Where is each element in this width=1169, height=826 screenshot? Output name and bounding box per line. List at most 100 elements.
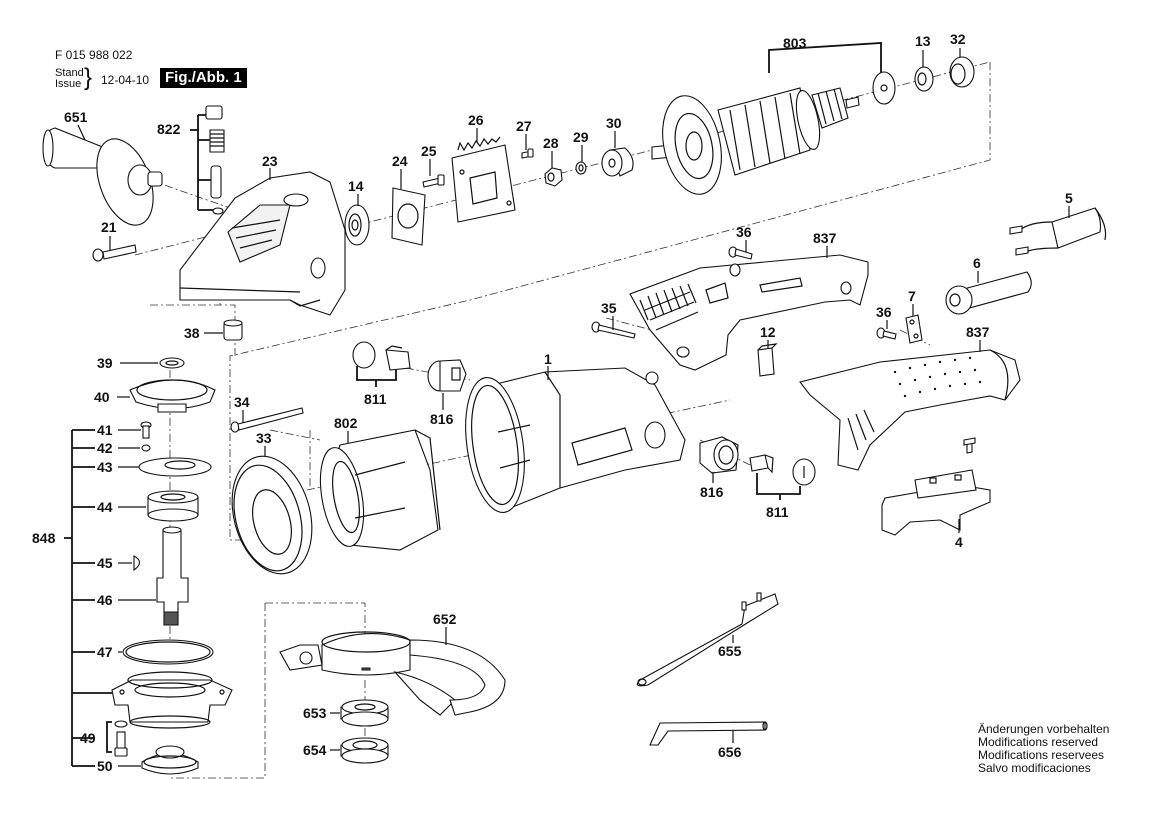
part-848-bracket (64, 429, 112, 767)
part-label-40: 40 (94, 389, 110, 405)
part-label-30: 30 (606, 115, 622, 131)
part-25-screw (422, 174, 445, 188)
part-label-43: 43 (97, 459, 113, 475)
part-811-carbon-brush-lower (749, 454, 816, 486)
part-label-848: 848 (32, 530, 56, 546)
part-837-handle-half-lower (799, 349, 1021, 471)
part-40-spindle-cover (129, 379, 216, 413)
part-label-36b: 36 (876, 304, 892, 320)
part-label-28: 28 (543, 135, 559, 151)
part-816-brush-holder-upper (427, 359, 467, 392)
part-label-34: 34 (234, 394, 250, 410)
part-42-washer (141, 444, 151, 452)
part-14-bearing (344, 204, 370, 246)
part-29-washer (575, 161, 587, 175)
stand-label: Stand (55, 67, 84, 79)
part-label-652: 652 (433, 611, 457, 627)
part-33-air-guide-ring (231, 455, 313, 575)
part-656-hex-key (649, 721, 768, 746)
part-label-14: 14 (348, 178, 364, 194)
modifications-en: Modifications reserved (978, 735, 1099, 749)
part-label-651: 651 (64, 109, 88, 125)
modifications-es: Salvo modificaciones (978, 761, 1091, 775)
part-label-1: 1 (544, 351, 552, 367)
part-label-41: 41 (97, 422, 113, 438)
part-651-auxiliary-handle (42, 127, 163, 226)
part-label-811b: 811 (766, 504, 789, 520)
modifications-de: Änderungen vorbehalten (978, 722, 1110, 736)
part-38-bushing (223, 319, 243, 341)
part-21-screw (92, 244, 137, 262)
part-label-655: 655 (718, 643, 742, 659)
part-label-656: 656 (718, 744, 742, 760)
part-23-gear-housing (179, 171, 346, 316)
part-label-24: 24 (392, 153, 408, 169)
part-label-32: 32 (950, 31, 966, 47)
part-label-25: 25 (421, 143, 437, 159)
part-label-36a: 36 (736, 224, 752, 240)
part-label-816a: 816 (430, 411, 454, 427)
part-label-29: 29 (573, 129, 589, 145)
part-6-cable-sleeve (945, 271, 1032, 315)
part-816-brush-holder-lower (699, 436, 739, 474)
part-label-23: 23 (262, 153, 278, 169)
part-label-42: 42 (97, 440, 113, 456)
part-4-switch (881, 437, 991, 536)
part-label-49: 49 (80, 730, 96, 746)
part-32-bearing-cover (949, 56, 975, 88)
part-label-33: 33 (256, 430, 272, 446)
grip-texture-dots (893, 356, 982, 398)
part-802-field-coil (319, 429, 441, 551)
part-26-bearing-plate (451, 136, 516, 223)
part-label-39: 39 (97, 355, 113, 371)
part-803-armature (651, 87, 860, 195)
issue-label: Issue (55, 78, 82, 90)
part-label-802: 802 (334, 415, 358, 431)
part-848-bearing-flange (111, 671, 233, 729)
part-label-5: 5 (1065, 190, 1073, 206)
part-41-screw (140, 421, 152, 439)
part-label-837b: 837 (966, 324, 990, 340)
part-label-653: 653 (303, 705, 327, 721)
part-43-flange-plate (138, 457, 212, 477)
part-label-12: 12 (760, 324, 776, 340)
part-label-811a: 811 (364, 391, 387, 407)
part-label-27: 27 (516, 118, 532, 134)
part-822-spring-assembly (197, 105, 225, 215)
part-label-50: 50 (97, 758, 113, 774)
part-5-power-cable (1009, 207, 1107, 256)
part-28-nut (544, 167, 563, 187)
part-36-screw-lower (876, 327, 897, 340)
part-13-bearing (914, 66, 934, 92)
part-label-822: 822 (157, 121, 181, 137)
part-39-circlip (159, 357, 185, 369)
brace-glyph: } (84, 64, 93, 91)
part-label-6: 6 (973, 255, 981, 271)
part-label-816b: 816 (700, 484, 724, 500)
modifications-notice: Änderungen vorbehalten Modifications res… (978, 723, 1109, 775)
part-45-woodruff-key (133, 555, 141, 572)
part-50-flange (141, 745, 199, 775)
part-36-screw-upper (728, 246, 753, 260)
part-label-46: 46 (97, 592, 113, 608)
part-1-motor-housing (465, 367, 686, 514)
part-label-45: 45 (97, 555, 113, 571)
modifications-fr: Modifications reservees (978, 748, 1105, 762)
part-24-gasket-plate (391, 187, 426, 246)
part-34-screw (230, 407, 304, 433)
part-label-13: 13 (915, 33, 931, 49)
part-label-7: 7 (908, 288, 916, 304)
part-label-803: 803 (783, 35, 807, 51)
document-number: F 015 988 022 (55, 48, 133, 62)
part-label-654: 654 (303, 742, 327, 758)
part-803-fan-washer (872, 71, 896, 105)
part-label-44: 44 (97, 499, 113, 515)
part-label-21: 21 (101, 219, 117, 235)
part-49-screw-and-washer (106, 720, 128, 757)
part-46-spindle (156, 526, 189, 626)
part-label-837a: 837 (813, 230, 837, 246)
part-label-35: 35 (601, 300, 617, 316)
issue-date: 12-04-10 (101, 73, 150, 87)
